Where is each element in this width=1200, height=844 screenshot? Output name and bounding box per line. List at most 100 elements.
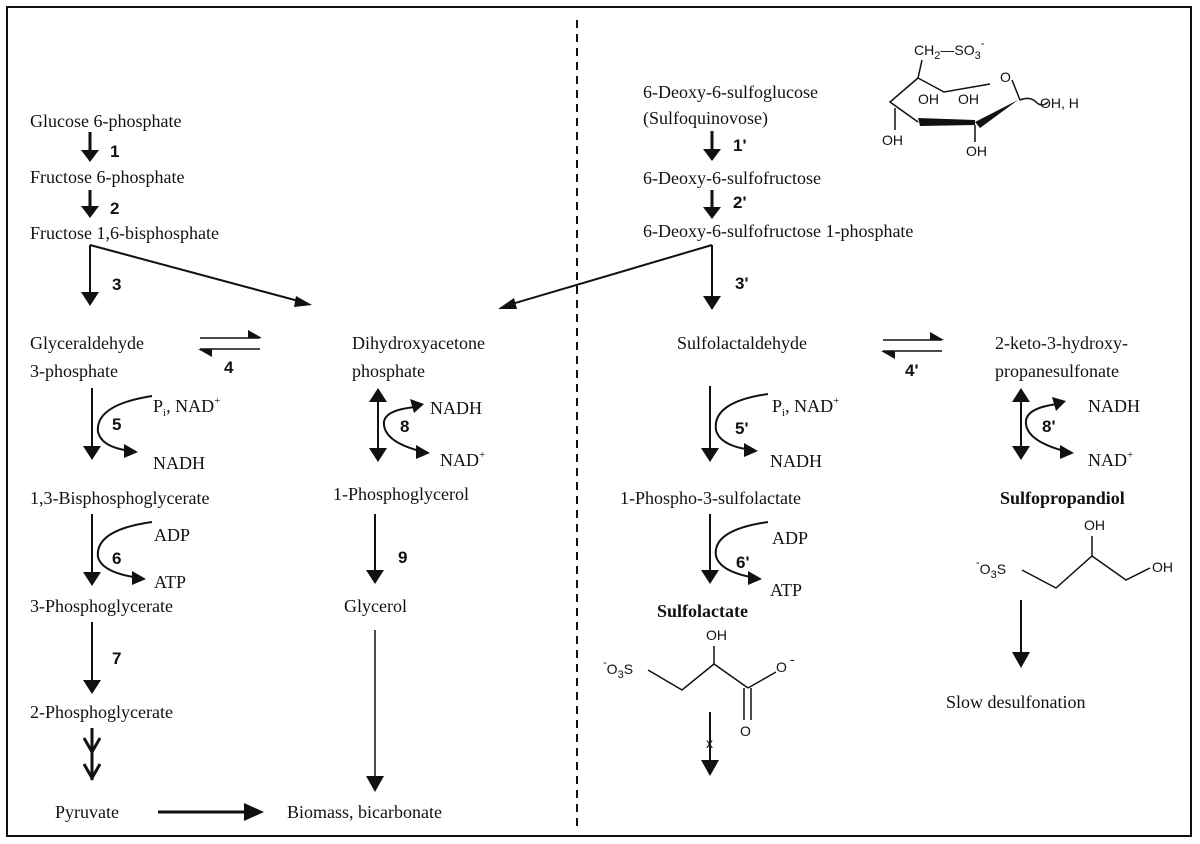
arrowhead — [1012, 652, 1030, 668]
nadh-label-5p: NADH — [770, 451, 822, 471]
phospho-sulfolactate-label: 1-Phospho-3-sulfolactate — [620, 488, 801, 508]
sulfopropandiol-label: Sulfopropandiol — [1000, 488, 1125, 508]
3-phosphoglycerate-label: 3-Phosphoglycerate — [30, 596, 173, 616]
arrowhead — [1060, 445, 1074, 459]
svg-text:CH2—SO3-: CH2—SO3- — [914, 38, 985, 62]
sulfoglucose-label: 6-Deoxy-6-sulfoglucose — [643, 82, 818, 102]
arrowhead-half — [248, 330, 262, 338]
arrowhead — [410, 399, 424, 413]
arrow-step-3p-dhap — [504, 244, 713, 307]
adp-label-p: ADP — [772, 528, 808, 548]
arrowhead — [244, 803, 264, 821]
svg-text:OH: OH — [1084, 517, 1105, 533]
svg-text:OH: OH — [706, 627, 727, 643]
arrowhead — [1012, 446, 1030, 460]
arrowhead — [1052, 397, 1066, 411]
1-phosphoglycerol-label: 1-Phosphoglycerol — [333, 484, 469, 504]
fructose-6-phosphate-label: Fructose 6-phosphate — [30, 167, 184, 187]
cofactor-curve-8p — [1024, 403, 1069, 453]
svg-text:O: O — [776, 659, 787, 675]
sulfopropandiol-structure: OH -O3S OH — [976, 517, 1173, 589]
arrowhead — [1012, 388, 1030, 402]
step-7-label: 7 — [112, 649, 121, 668]
arrowhead — [366, 776, 384, 792]
figure-frame — [6, 6, 1192, 837]
sulfolactate-label: Sulfolactate — [657, 601, 748, 621]
nadh-label-8: NADH — [430, 398, 482, 418]
arrowhead — [366, 570, 384, 584]
arrowhead — [132, 571, 146, 585]
arrowhead — [294, 296, 312, 307]
svg-text:OH: OH — [882, 132, 903, 148]
sulfolactaldehyde-label: Sulfolactaldehyde — [677, 333, 807, 353]
arrowhead — [498, 298, 517, 309]
keto-hydroxy-label: 2-keto-3-hydroxy- — [995, 333, 1128, 353]
propanesulfonate-label: propanesulfonate — [995, 361, 1119, 381]
phosphate-label: phosphate — [352, 361, 425, 381]
step-1-label: 1 — [110, 142, 119, 161]
step-5-label: 5 — [112, 415, 121, 434]
svg-text:OH: OH — [966, 143, 987, 159]
arrowhead — [703, 296, 721, 310]
svg-text:OH: OH — [1152, 559, 1173, 575]
arrow-step-3-dhap — [89, 244, 307, 304]
dihydroxyacetone-label: Dihydroxyacetone — [352, 333, 485, 353]
arrowhead-half — [881, 351, 895, 359]
sulfofructose-label: 6-Deoxy-6-sulfofructose — [643, 168, 821, 188]
atp-label: ATP — [154, 572, 186, 592]
svg-text:-: - — [790, 651, 795, 667]
nad-label-8p: NAD+ — [1088, 449, 1133, 470]
step-1p-label: 1' — [733, 136, 747, 155]
arrowhead — [701, 448, 719, 462]
fructose-1-6-bisphosphate-label: Fructose 1,6-bisphosphate — [30, 223, 219, 243]
1-3-bisphosphoglycerate-label: 1,3-Bisphosphoglycerate — [30, 488, 209, 508]
sulfoquinovose-label: (Sulfoquinovose) — [643, 108, 768, 129]
svg-text:OH: OH — [958, 91, 979, 107]
step-4p-label: 4' — [905, 361, 919, 380]
3-phosphate-label: 3-phosphate — [30, 361, 118, 381]
step-8p-label: 8' — [1042, 417, 1056, 436]
step-6-label: 6 — [112, 549, 121, 568]
cofactor-curve-5p — [714, 393, 769, 451]
arrowhead — [369, 448, 387, 462]
arrowhead-chevron — [82, 737, 102, 756]
arrowhead — [744, 443, 758, 457]
2-phosphoglycerate-label: 2-Phosphoglycerate — [30, 702, 173, 722]
arrowhead — [83, 680, 101, 694]
cofactor-curve-6p — [714, 521, 769, 579]
arrowhead — [416, 445, 430, 459]
sulfoquinovose-structure: CH2—SO3- O OH, H OH OH OH OH — [882, 38, 1079, 159]
sulfolactate-structure: OH -O3S O - O — [603, 627, 795, 739]
arrowhead — [748, 571, 762, 585]
arrowhead — [83, 572, 101, 586]
step-3p-label: 3' — [735, 274, 749, 293]
svg-text:-O3S: -O3S — [976, 557, 1006, 581]
step-5p-label: 5' — [735, 419, 749, 438]
nadh-label-8p: NADH — [1088, 396, 1140, 416]
atp-label-p: ATP — [770, 580, 802, 600]
cofactor-curve-5 — [96, 395, 153, 452]
step-3-label: 3 — [112, 275, 121, 294]
step-4-label: 4 — [224, 358, 234, 377]
svg-text:O: O — [740, 723, 751, 739]
nadh-label-5: NADH — [153, 453, 205, 473]
arrowhead — [703, 149, 721, 161]
blocked-x-mark: x — [706, 735, 713, 751]
glucose-6-phosphate-label: Glucose 6-phosphate — [30, 111, 181, 131]
svg-text:O: O — [1000, 69, 1011, 85]
glycerol-label: Glycerol — [344, 596, 407, 616]
arrowhead-half — [198, 349, 212, 357]
svg-text:-O3S: -O3S — [603, 657, 633, 681]
nad-label-8: NAD+ — [440, 449, 485, 470]
step-6p-label: 6' — [736, 553, 750, 572]
step-9-label: 9 — [398, 548, 407, 567]
glyceraldehyde-label: Glyceraldehyde — [30, 333, 144, 353]
arrowhead — [124, 444, 138, 458]
arrowhead — [81, 292, 99, 306]
cofactor-curve-6 — [96, 521, 153, 579]
pyruvate-label: Pyruvate — [55, 802, 119, 822]
step-2p-label: 2' — [733, 193, 747, 212]
arrowhead — [703, 207, 721, 219]
step-8-label: 8 — [400, 417, 409, 436]
